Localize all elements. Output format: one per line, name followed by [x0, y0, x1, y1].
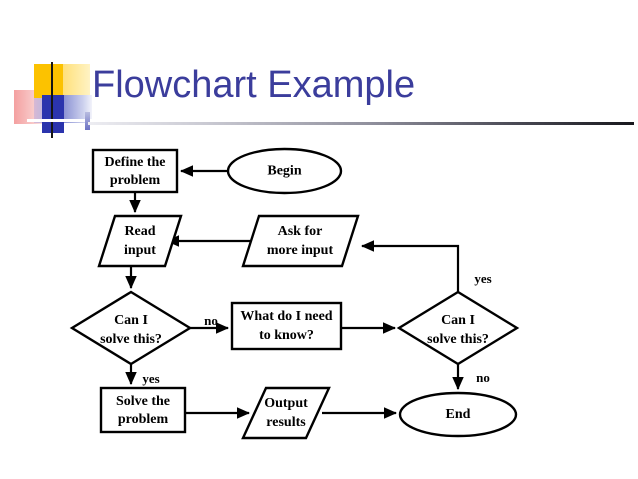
- terminator-ellipse: [398, 391, 518, 438]
- logo-violet-square: [34, 95, 44, 123]
- logo-blue-square: [42, 95, 64, 133]
- node-label-line1: End: [446, 407, 471, 422]
- node-label-line2: more input: [267, 243, 334, 258]
- edge-right-decision-yes-to-ask-input: [360, 240, 460, 292]
- io-parallelogram: [241, 386, 331, 440]
- logo-vertical-line: [51, 62, 53, 138]
- node-label-line1: Define the: [104, 155, 165, 170]
- title-divider: [88, 122, 634, 125]
- io-parallelogram: [97, 214, 183, 268]
- process-box: [91, 148, 179, 194]
- process-box: [99, 386, 187, 434]
- node-label-line2: to know?: [259, 328, 314, 343]
- decision-diamond: [69, 290, 193, 366]
- node-solve-the-problem[interactable]: Solve the problem: [99, 386, 187, 434]
- logo-pale-yellow-square: [63, 64, 90, 98]
- node-read-input[interactable]: Read input: [97, 214, 183, 268]
- node-label-line2: solve this?: [427, 332, 489, 347]
- node-output-results[interactable]: Output results: [241, 386, 331, 440]
- node-label-line1: Read: [124, 224, 155, 239]
- flowchart-connectors: [125, 165, 464, 419]
- node-what-do-i-need-to-know[interactable]: What do I need to know?: [230, 301, 343, 351]
- node-label-line1: Output: [264, 396, 308, 411]
- logo-horizontal-line: [27, 119, 97, 122]
- node-label-line1: Begin: [267, 164, 301, 179]
- decision-diamond: [396, 290, 520, 366]
- node-label-line1: Solve the: [116, 394, 170, 409]
- node-end[interactable]: End: [398, 391, 518, 438]
- node-define-the-problem[interactable]: Define the problem: [91, 148, 179, 194]
- node-label-line1: What do I need: [240, 309, 332, 324]
- page-title: Flowchart Example: [92, 64, 416, 106]
- node-can-i-solve-this-right[interactable]: Can I solve this?: [396, 290, 520, 366]
- node-label-line2: results: [266, 415, 306, 430]
- node-label-line2: solve this?: [100, 332, 162, 347]
- node-ask-for-more-input[interactable]: Ask for more input: [241, 214, 360, 268]
- edge-label-yes-right: yes: [474, 271, 491, 286]
- edge-label-no-left: no: [204, 313, 218, 328]
- edge-label-no-right: no: [476, 370, 490, 385]
- terminator-ellipse: [226, 147, 343, 195]
- edge-label-yes-left: yes: [142, 371, 159, 386]
- node-label-line2: problem: [110, 173, 161, 188]
- node-label-line1: Ask for: [278, 224, 323, 239]
- node-label-line2: problem: [118, 412, 169, 427]
- node-begin[interactable]: Begin: [226, 147, 343, 195]
- decorative-color-block-logo: [14, 62, 97, 138]
- node-label-line1: Can I: [114, 313, 148, 328]
- process-box: [230, 301, 343, 351]
- node-can-i-solve-this-left[interactable]: Can I solve this?: [69, 290, 193, 366]
- io-parallelogram: [241, 214, 360, 268]
- logo-yellow-square: [34, 64, 64, 98]
- node-label-line1: Can I: [441, 313, 475, 328]
- title-rule-cap: [85, 112, 90, 130]
- node-label-line2: input: [124, 243, 156, 258]
- flowchart-edge-labels: no yes yes no: [142, 271, 491, 386]
